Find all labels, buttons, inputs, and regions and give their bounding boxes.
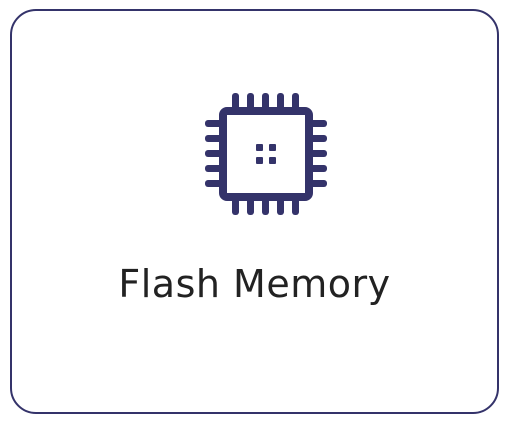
flash-memory-card[interactable]: Flash Memory: [10, 9, 499, 414]
card-title: Flash Memory: [118, 262, 391, 306]
chip-icon: [205, 93, 327, 215]
